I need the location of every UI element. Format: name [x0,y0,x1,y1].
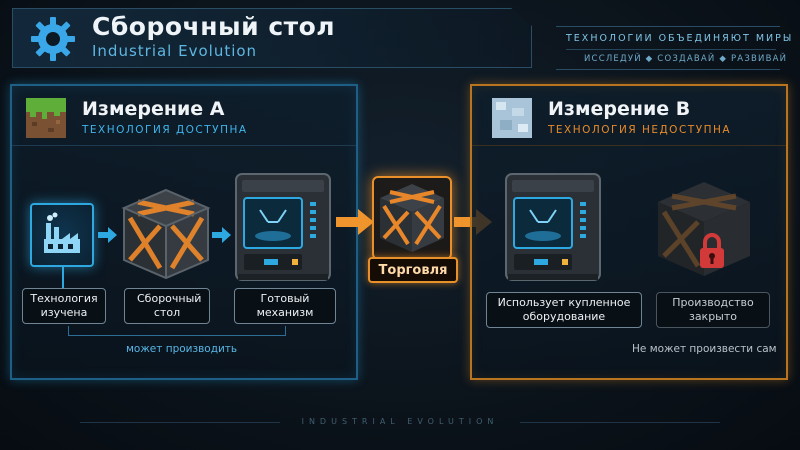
machine-icon [230,170,336,290]
production-bracket [68,326,286,336]
arrow-right-icon [212,226,232,248]
tagline-divider [566,49,776,50]
step-label-assembly-table: Сборочный стол [124,288,210,324]
footer-line-left [80,422,280,423]
header-banner [12,8,532,68]
slogan: ИССЛЕДУЙ ◆ СОЗДАВАЙ ◆ РАЗВИВАЙ [584,54,788,64]
factory-icon [30,203,94,267]
dimension-b-status: ТЕХНОЛОГИЯ НЕДОСТУПНА [548,124,732,136]
step-label-finished-mechanism: Готовый механизм [234,288,336,324]
footer-text: INDUSTRIAL EVOLUTION [301,417,499,426]
page-title: Сборочный стол [92,12,336,41]
step-label-text: Сборочный стол [137,292,202,319]
step-label-purchased-equipment: Использует купленное оборудование [486,292,642,328]
ice-block-icon [492,98,532,138]
step-label-text: Технология изучена [30,292,98,319]
trade-label-text: Торговля [378,262,448,278]
step-label-tech-learned: Технология изучена [22,288,106,324]
trade-label: Торговля [368,257,458,283]
step-label-text: Использует купленное оборудование [497,296,631,323]
connector-line [62,266,64,288]
footer-line-right [520,422,720,423]
cannot-produce-caption: Не может произвести сам [632,343,777,355]
dimension-b-header [472,86,786,146]
arrow-right-icon [98,226,118,248]
can-produce-caption: может производить [126,343,238,355]
tagline: ТЕХНОЛОГИИ ОБЪЕДИНЯЮТ МИРЫ [566,33,794,44]
tagline-box [556,26,780,70]
step-label-text: Производство закрыто [672,296,754,323]
trade-crate-icon [376,180,448,260]
step-label-text: Готовый механизм [256,292,314,319]
purchased-machine-icon [500,170,606,290]
dimension-b-title: Измерение В [548,98,691,120]
trade-arrow-left-icon [336,208,376,240]
page-subtitle: Industrial Evolution [92,42,258,60]
lock-icon [698,232,726,274]
dimension-a-status: ТЕХНОЛОГИЯ ДОСТУПНА [82,124,248,136]
grass-block-icon [26,98,66,138]
dimension-a-title: Измерение А [82,98,225,120]
dimension-a-header [12,86,356,146]
assembly-table-icon [120,186,212,286]
step-label-production-closed: Производство закрыто [656,292,770,328]
gear-icon [30,16,76,62]
